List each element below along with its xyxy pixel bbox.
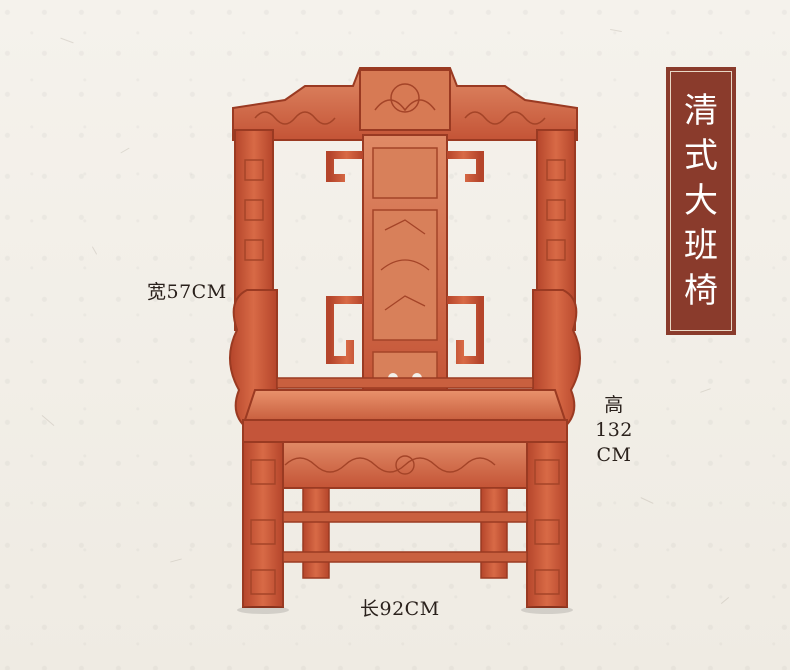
height-unit: CM — [596, 444, 632, 466]
height-label: 高 — [604, 394, 624, 416]
chair-photo — [228, 67, 582, 614]
length-dimension-label: 长92CM — [360, 598, 440, 620]
product-title-banner: 清式大班椅 — [666, 67, 736, 335]
product-title: 清式大班椅 — [684, 90, 718, 311]
width-dimension-label: 宽57CM — [147, 281, 227, 303]
height-dimension-label: 高 132 CM — [586, 396, 642, 465]
height-value: 132 — [595, 419, 633, 441]
